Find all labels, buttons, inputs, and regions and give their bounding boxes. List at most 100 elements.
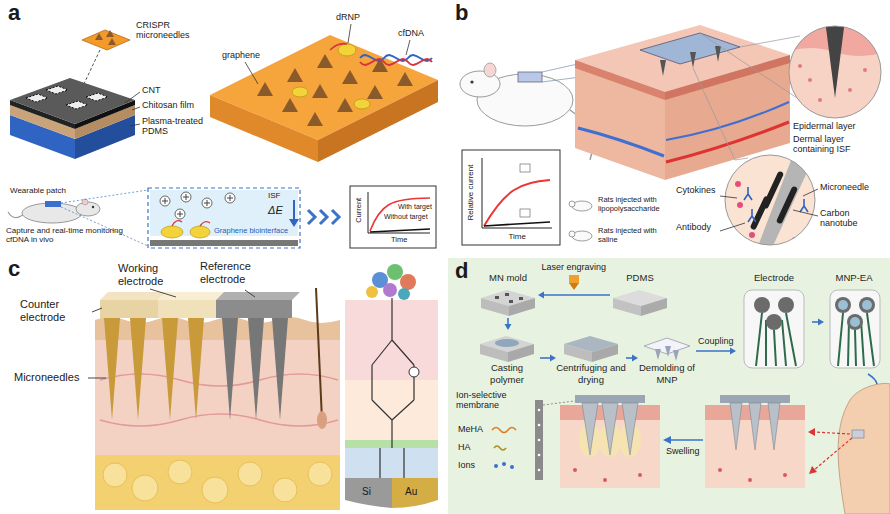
part-label: MeHA [458, 424, 483, 434]
part-label: graphene [222, 50, 260, 60]
needle-zoom-bottom-part-part [749, 232, 755, 238]
graphene-block-part-part [317, 54, 333, 68]
current-graph-b-part [569, 231, 575, 237]
electrode-array-part-part [272, 318, 288, 420]
part-label: With target [398, 203, 432, 211]
current-graph-b-part [569, 201, 575, 207]
fabrication-panel-part [495, 293, 523, 303]
patch-stack [10, 30, 140, 159]
fabrication-panel-part-part [538, 424, 541, 427]
process-step: Centrifuging and drying [556, 330, 626, 386]
fabrication-panel-part-part [665, 346, 671, 357]
fabrication-panel-part [494, 446, 506, 450]
part-label: Plasma-treated PDMS [142, 116, 206, 137]
fabrication-panel-part-part [582, 403, 598, 455]
part-label: Swelling [666, 446, 700, 456]
electrode-array-part [88, 289, 255, 378]
skin-section [95, 288, 340, 510]
surface-chemistry-part [372, 298, 414, 478]
interface-zoom-part [190, 226, 210, 238]
part-label: Epidermal layer [793, 121, 856, 131]
step-caption: Centrifuging and drying [556, 362, 626, 386]
graphene-block-part-part [307, 112, 323, 126]
part-label: Chitosan film [142, 100, 194, 110]
skin-section-part [95, 330, 340, 460]
fabrication-panel-part-part [573, 468, 577, 472]
skin-section-part-part [103, 463, 127, 487]
patch-stack-part [66, 101, 88, 109]
arrow-label: Coupling [697, 336, 735, 347]
fabrication-panel-part-part [638, 473, 642, 477]
needle-zoom-bottom-part-part [807, 227, 813, 233]
process-arrow [626, 355, 638, 362]
part-label: Carbon nanotube [820, 208, 882, 229]
skin-zoom-top-part [789, 26, 881, 118]
axis-label: Current [355, 197, 364, 222]
fabrication-panel-part [720, 395, 790, 403]
needle-zoom-bottom-part-part [737, 202, 743, 208]
surface-chemistry-part [345, 478, 392, 508]
graphene-block-part-part [337, 98, 353, 112]
graphene-block-part [292, 87, 308, 97]
mouse-sketch-part [92, 206, 94, 208]
needle-zoom-bottom-part-part [735, 181, 741, 187]
interface-zoom-part [150, 240, 298, 246]
arrow-head [550, 355, 556, 362]
current-graph-b-part [484, 222, 550, 226]
graphene-block-part [338, 44, 356, 56]
graphene-block-part-part [367, 85, 383, 99]
fabrication-panel-part [808, 428, 815, 436]
interface-zoom-part [172, 221, 210, 226]
panel-letter: d [455, 260, 468, 282]
graphene-block-part-part [312, 84, 328, 98]
fabrication-panel-part-part [602, 403, 618, 455]
interface-zoom-part [289, 219, 299, 227]
fabrication-panel-part-part [749, 403, 761, 450]
step-caption: Casting polymer [474, 362, 540, 386]
fabrication-panel-part [809, 466, 817, 474]
skin-zoom-top-part-part [818, 98, 822, 102]
skin-zoom-top-part-part [825, 20, 845, 98]
part-label: Capture and real-time monitoring cfDNA i… [6, 226, 144, 244]
patch-stack-part [86, 93, 108, 101]
step-caption: Demolding of MNP [638, 362, 696, 386]
surface-chemistry-part [409, 367, 419, 377]
fabrication-panel-part-part [655, 349, 661, 360]
fabrication-panel-part [481, 298, 509, 316]
fabrication-panel-part [538, 409, 541, 472]
patch-stack-part [108, 38, 116, 45]
fabrication-panel-part-part [538, 439, 541, 442]
graphene-block-part [360, 59, 432, 65]
current-graph-b-part [520, 164, 530, 172]
arrow-line [540, 357, 551, 359]
surface-chemistry-part-part [366, 286, 378, 298]
fabrication-panel-part [670, 439, 703, 441]
part-label: Without target [384, 213, 428, 221]
current-graph-b-part [462, 150, 560, 245]
arrow-head [505, 324, 512, 330]
interface-zoom-part [293, 200, 295, 220]
fabrication-panel-part-part [538, 409, 541, 412]
skin-block-part [715, 46, 721, 62]
fabrication-panel-part [613, 298, 641, 316]
interface-zoom-part-part [162, 194, 233, 217]
fabrication-panel-part-part [538, 469, 541, 472]
patch-stack-part [125, 92, 140, 103]
fabrication-panel-part [838, 300, 848, 310]
fabrication-panel-part [859, 297, 875, 313]
skin-zoom-top-part-part [848, 88, 852, 92]
skin-section-part-part [273, 478, 297, 502]
graphene-block-part [210, 95, 318, 162]
panel-letter: c [8, 258, 20, 280]
axis-label: Time [509, 232, 526, 241]
panel-letter: a [8, 2, 20, 24]
surface-chemistry-part-part [383, 283, 397, 297]
graphene-block-part [354, 99, 370, 109]
fabrication-panel-part [663, 436, 671, 444]
part-label: Ions [458, 460, 475, 470]
fabrication-panel-part [535, 400, 543, 480]
interface-zoom-part [162, 194, 233, 217]
mouse-sketch-part [61, 190, 148, 246]
part-label: Ion-selective membrane [456, 390, 532, 411]
process-arrow [538, 292, 610, 299]
